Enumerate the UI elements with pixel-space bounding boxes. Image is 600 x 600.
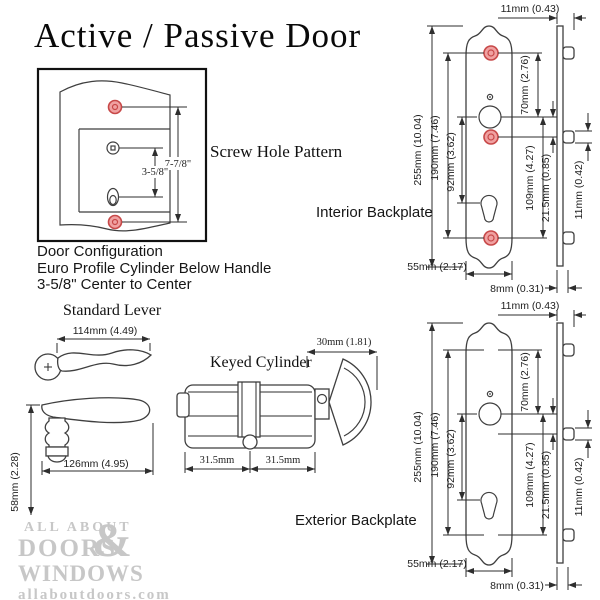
dim-screw-height: 190mm (7.46) (429, 412, 441, 477)
dim-plate-thickness: 8mm (0.31) (490, 580, 544, 592)
dim-top-screw-to-handle: 70mm (2.76) (519, 352, 531, 412)
logo-url: allaboutdoors.com (18, 587, 171, 600)
standard-lever-label: Standard Lever (63, 302, 162, 319)
mount-tab-bottom (562, 231, 575, 245)
thumbturn (314, 358, 372, 446)
dim-overall-height: 255mm (10.04) (412, 411, 424, 482)
dim-screw-spacing: 7-7/8" (165, 159, 191, 170)
screw-hole-bottom (483, 230, 499, 246)
screw-hole-top (483, 45, 499, 61)
interior-backplate-diagram: 11mm (0.43) 255mm (10.04) 190mm (7.46) 9… (407, 3, 592, 295)
pin-hole-center (489, 393, 491, 395)
dim-overall-height: 255mm (10.04) (412, 114, 424, 185)
lever-top-view (34, 349, 153, 381)
door-configuration-text: Door Configuration Euro Profile Cylinder… (37, 243, 272, 294)
dim-text-mask (165, 157, 192, 170)
dim-tab-depth-top: 11mm (0.43) (501, 300, 560, 312)
cylinder-half-dimensions: 31.5mm 31.5mm (184, 451, 316, 473)
pin-hole (486, 93, 494, 101)
backplate-dimensions: 11mm (0.43) 255mm (10.04) 190mm (7.46) 9… (407, 300, 592, 592)
mount-tab-middle (562, 130, 575, 144)
lever-side-view (41, 397, 151, 463)
euro-keyhole (480, 194, 498, 223)
site-logo: ALL ABOUT DOORS & WINDOWS allaboutdoors.… (18, 517, 171, 600)
exterior-backplate-label: Exterior Backplate (295, 512, 417, 529)
dim-thumbturn-width: 30mm (1.81) (317, 337, 372, 348)
dim-plate-width: 55mm (2.17) (407, 261, 467, 273)
cylinder-body (176, 381, 316, 450)
page-title: Active / Passive Door (34, 16, 362, 55)
lever-top-dimension: 114mm (4.49) (56, 325, 151, 353)
dim-plate-width: 55mm (2.17) (407, 558, 467, 570)
dim-lever-height: 58mm (2.28) (9, 452, 21, 512)
pattern-box-border (36, 67, 208, 243)
key-end-face (176, 392, 190, 418)
cylinder-hole (106, 187, 120, 207)
fixing-screw-channel (237, 381, 261, 438)
backplate-dimensions: 11mm (0.43) 255mm (10.04) 190mm (7.46) 9… (407, 3, 592, 295)
standard-lever-diagram: 114mm (4.49) 126mm (4.95) 58mm (2.28) (9, 325, 154, 515)
dim-screw-height: 190mm (7.46) (429, 115, 441, 180)
dim-tab-height: 11mm (0.42) (573, 161, 585, 220)
dim-top-screw-to-handle: 70mm (2.76) (519, 55, 531, 115)
keyed-cylinder-label: Keyed Cylinder (210, 354, 312, 371)
dim-text-mask (142, 166, 169, 178)
pin-hole-center (489, 96, 491, 98)
mount-tab-top (562, 343, 575, 357)
logo-line1: ALL ABOUT (24, 520, 132, 535)
dim-tab-depth-top: 11mm (0.43) (501, 3, 560, 15)
backplate-front-view (465, 322, 513, 566)
logo-line3: WINDOWS (18, 561, 144, 586)
dim-cylinder-right-half: 31.5mm (266, 455, 301, 466)
dim-lever-length-side: 126mm (4.95) (63, 458, 128, 470)
euro-keyhole (480, 491, 498, 520)
screw-hole-bottom (107, 214, 123, 230)
dim-handle-to-mid-screw: 21.5mm (0.85) (540, 154, 552, 222)
screw-hole-pattern-diagram: 7-7/8" 3-5/8" (36, 67, 208, 243)
door-configuration-line3: 3-5/8" Center to Center (37, 276, 192, 293)
door-configuration-line1: Door Configuration (37, 243, 163, 260)
dim-plate-thickness: 8mm (0.31) (490, 283, 544, 295)
dim-handle-to-bottom-screw: 109mm (4.27) (524, 145, 536, 210)
mount-tab-bottom (562, 528, 575, 542)
dim-handle-to-bottom-screw: 109mm (4.27) (524, 442, 536, 507)
door-configuration-line2: Euro Profile Cylinder Below Handle (37, 259, 272, 277)
interior-backplate-label: Interior Backplate (316, 204, 433, 221)
dim-handle-to-cylinder: 92mm (3.62) (445, 429, 457, 489)
keyed-cylinder-diagram: 30mm (1.81) 31.5mm 31.5mm (176, 337, 378, 473)
door-edge-outline (59, 80, 171, 232)
exterior-backplate-diagram: 11mm (0.43) 255mm (10.04) 190mm (7.46) 9… (407, 300, 592, 592)
backplate-front-view (465, 25, 513, 269)
thumbturn-dimension: 30mm (1.81) (306, 337, 378, 390)
screw-hole-middle (483, 129, 499, 145)
dim-cylinder-left-half: 31.5mm (200, 455, 235, 466)
dim-tab-height: 11mm (0.42) (573, 458, 585, 517)
pin-hole (486, 390, 494, 398)
screw-hole-top (107, 99, 123, 115)
mount-tab-middle (562, 427, 575, 441)
cam-lobe (242, 434, 258, 450)
backplate-side-view (556, 25, 575, 267)
pattern-dimensions: 7-7/8" 3-5/8" (119, 106, 192, 223)
screw-hole-pattern-label: Screw Hole Pattern (210, 142, 343, 161)
backplate-side-view (556, 322, 575, 564)
dim-handle-to-cylinder: 92mm (3.62) (445, 132, 457, 192)
lever-side-dimensions: 126mm (4.95) 58mm (2.28) (9, 404, 154, 515)
dim-lever-length-top: 114mm (4.49) (73, 325, 138, 337)
dim-center-to-center: 3-5/8" (142, 167, 168, 178)
mount-tab-top (562, 46, 575, 60)
logo-line2: DOORS (18, 535, 117, 562)
logo-ampersand: & (92, 514, 132, 567)
dim-handle-to-mid-screw: 21.5mm (0.85) (540, 451, 552, 519)
